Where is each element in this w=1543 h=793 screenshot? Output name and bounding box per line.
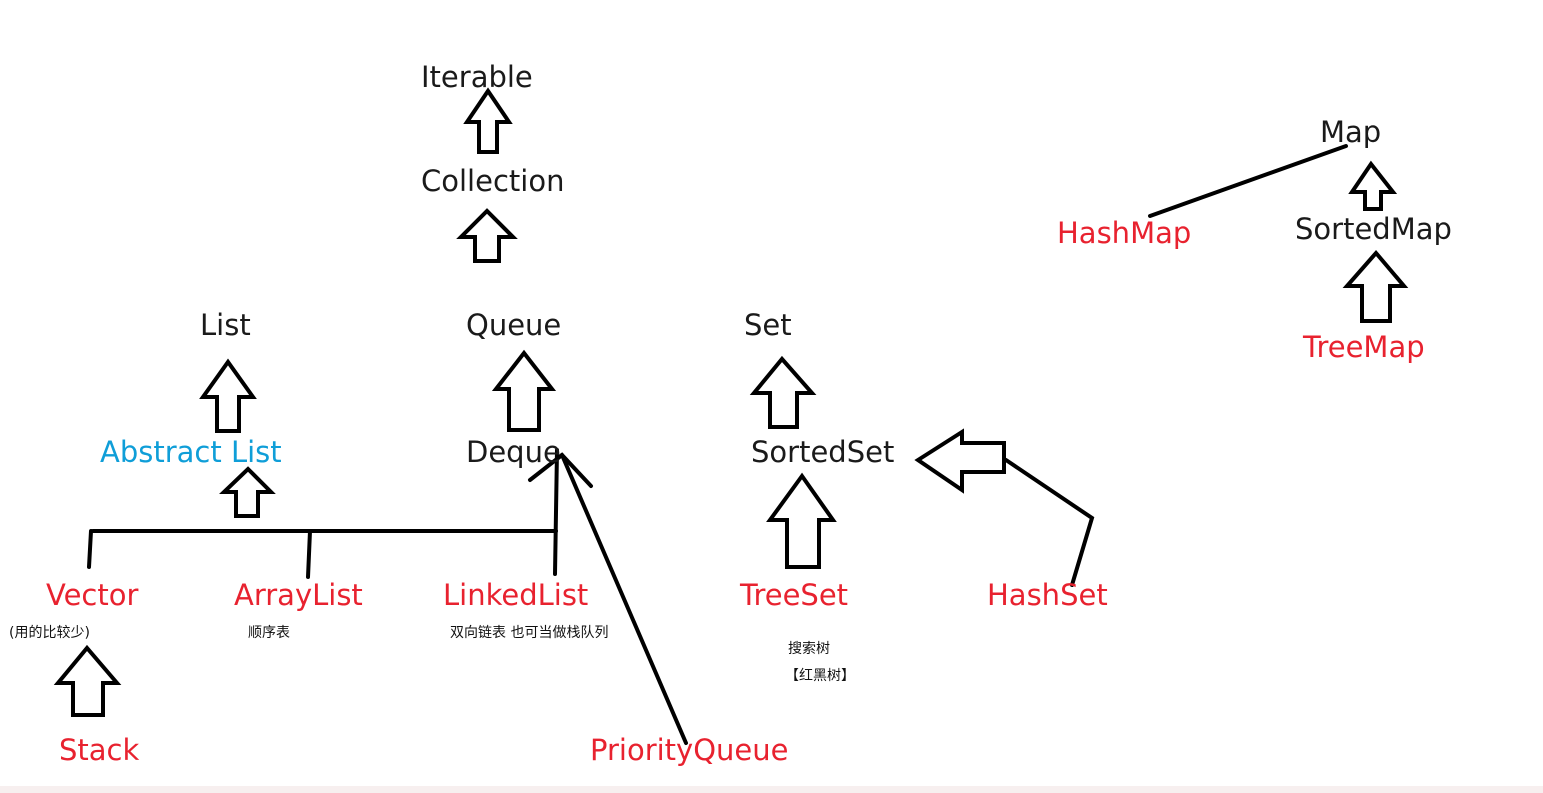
- node-iterable: Iterable: [421, 60, 533, 94]
- node-hash-set: HashSet: [987, 578, 1108, 612]
- arrow-stack-to-vector: [53, 644, 122, 717]
- line-hashset-bend: [1004, 458, 1095, 587]
- node-vector: Vector: [46, 578, 139, 612]
- line-hashmap-to-map: [1148, 144, 1348, 218]
- arrow-sortedmap-to-map: [1348, 160, 1398, 211]
- bus-drop-arraylist: [306, 529, 312, 579]
- node-array-list: ArrayList: [234, 578, 363, 612]
- node-stack: Stack: [59, 733, 140, 767]
- node-sorted-set: SortedSet: [751, 435, 895, 469]
- bottom-strip: [0, 786, 1543, 793]
- node-tree-set: TreeSet: [740, 578, 849, 612]
- note-vector: (用的比较少): [9, 625, 90, 641]
- node-queue: Queue: [466, 308, 562, 342]
- note-array-list: 顺序表: [248, 625, 290, 641]
- arrow-hashset-to-sortedset: [914, 428, 1006, 494]
- bus-drop-vector: [87, 529, 93, 569]
- node-linked-list: LinkedList: [443, 578, 589, 612]
- arrow-collection-to-iterable: [463, 87, 513, 154]
- node-list: List: [200, 308, 251, 342]
- note-tree-set-line1: 搜索树: [788, 641, 830, 657]
- node-abstract-list: Abstract List: [100, 435, 282, 469]
- arrow-abstract-list-to-list: [199, 358, 257, 433]
- arrow-sortedset-to-set: [749, 355, 817, 429]
- node-hash-map: HashMap: [1057, 216, 1192, 250]
- node-map: Map: [1320, 115, 1382, 149]
- bus-drop-linkedlist: [553, 448, 559, 576]
- note-tree-set-line2: 【红黑树】: [785, 668, 855, 684]
- node-collection: Collection: [421, 164, 565, 198]
- arrow-treemap-to-sortedmap: [1342, 249, 1409, 323]
- node-sorted-map: SortedMap: [1295, 212, 1452, 246]
- node-priority-queue: PriorityQueue: [590, 733, 789, 767]
- node-deque: Deque: [466, 435, 561, 469]
- arrow-bus-to-abstract-list: [219, 466, 276, 518]
- node-set: Set: [744, 308, 792, 342]
- arrow-queue-to-collection: [456, 208, 518, 263]
- arrow-treeset-to-sortedset: [766, 472, 837, 569]
- arrow-deque-to-queue: [491, 349, 557, 432]
- note-linked-list: 双向链表 也可当做栈队列: [450, 625, 609, 641]
- node-tree-map: TreeMap: [1303, 330, 1425, 364]
- line-priorityqueue-to-deque: [560, 453, 688, 745]
